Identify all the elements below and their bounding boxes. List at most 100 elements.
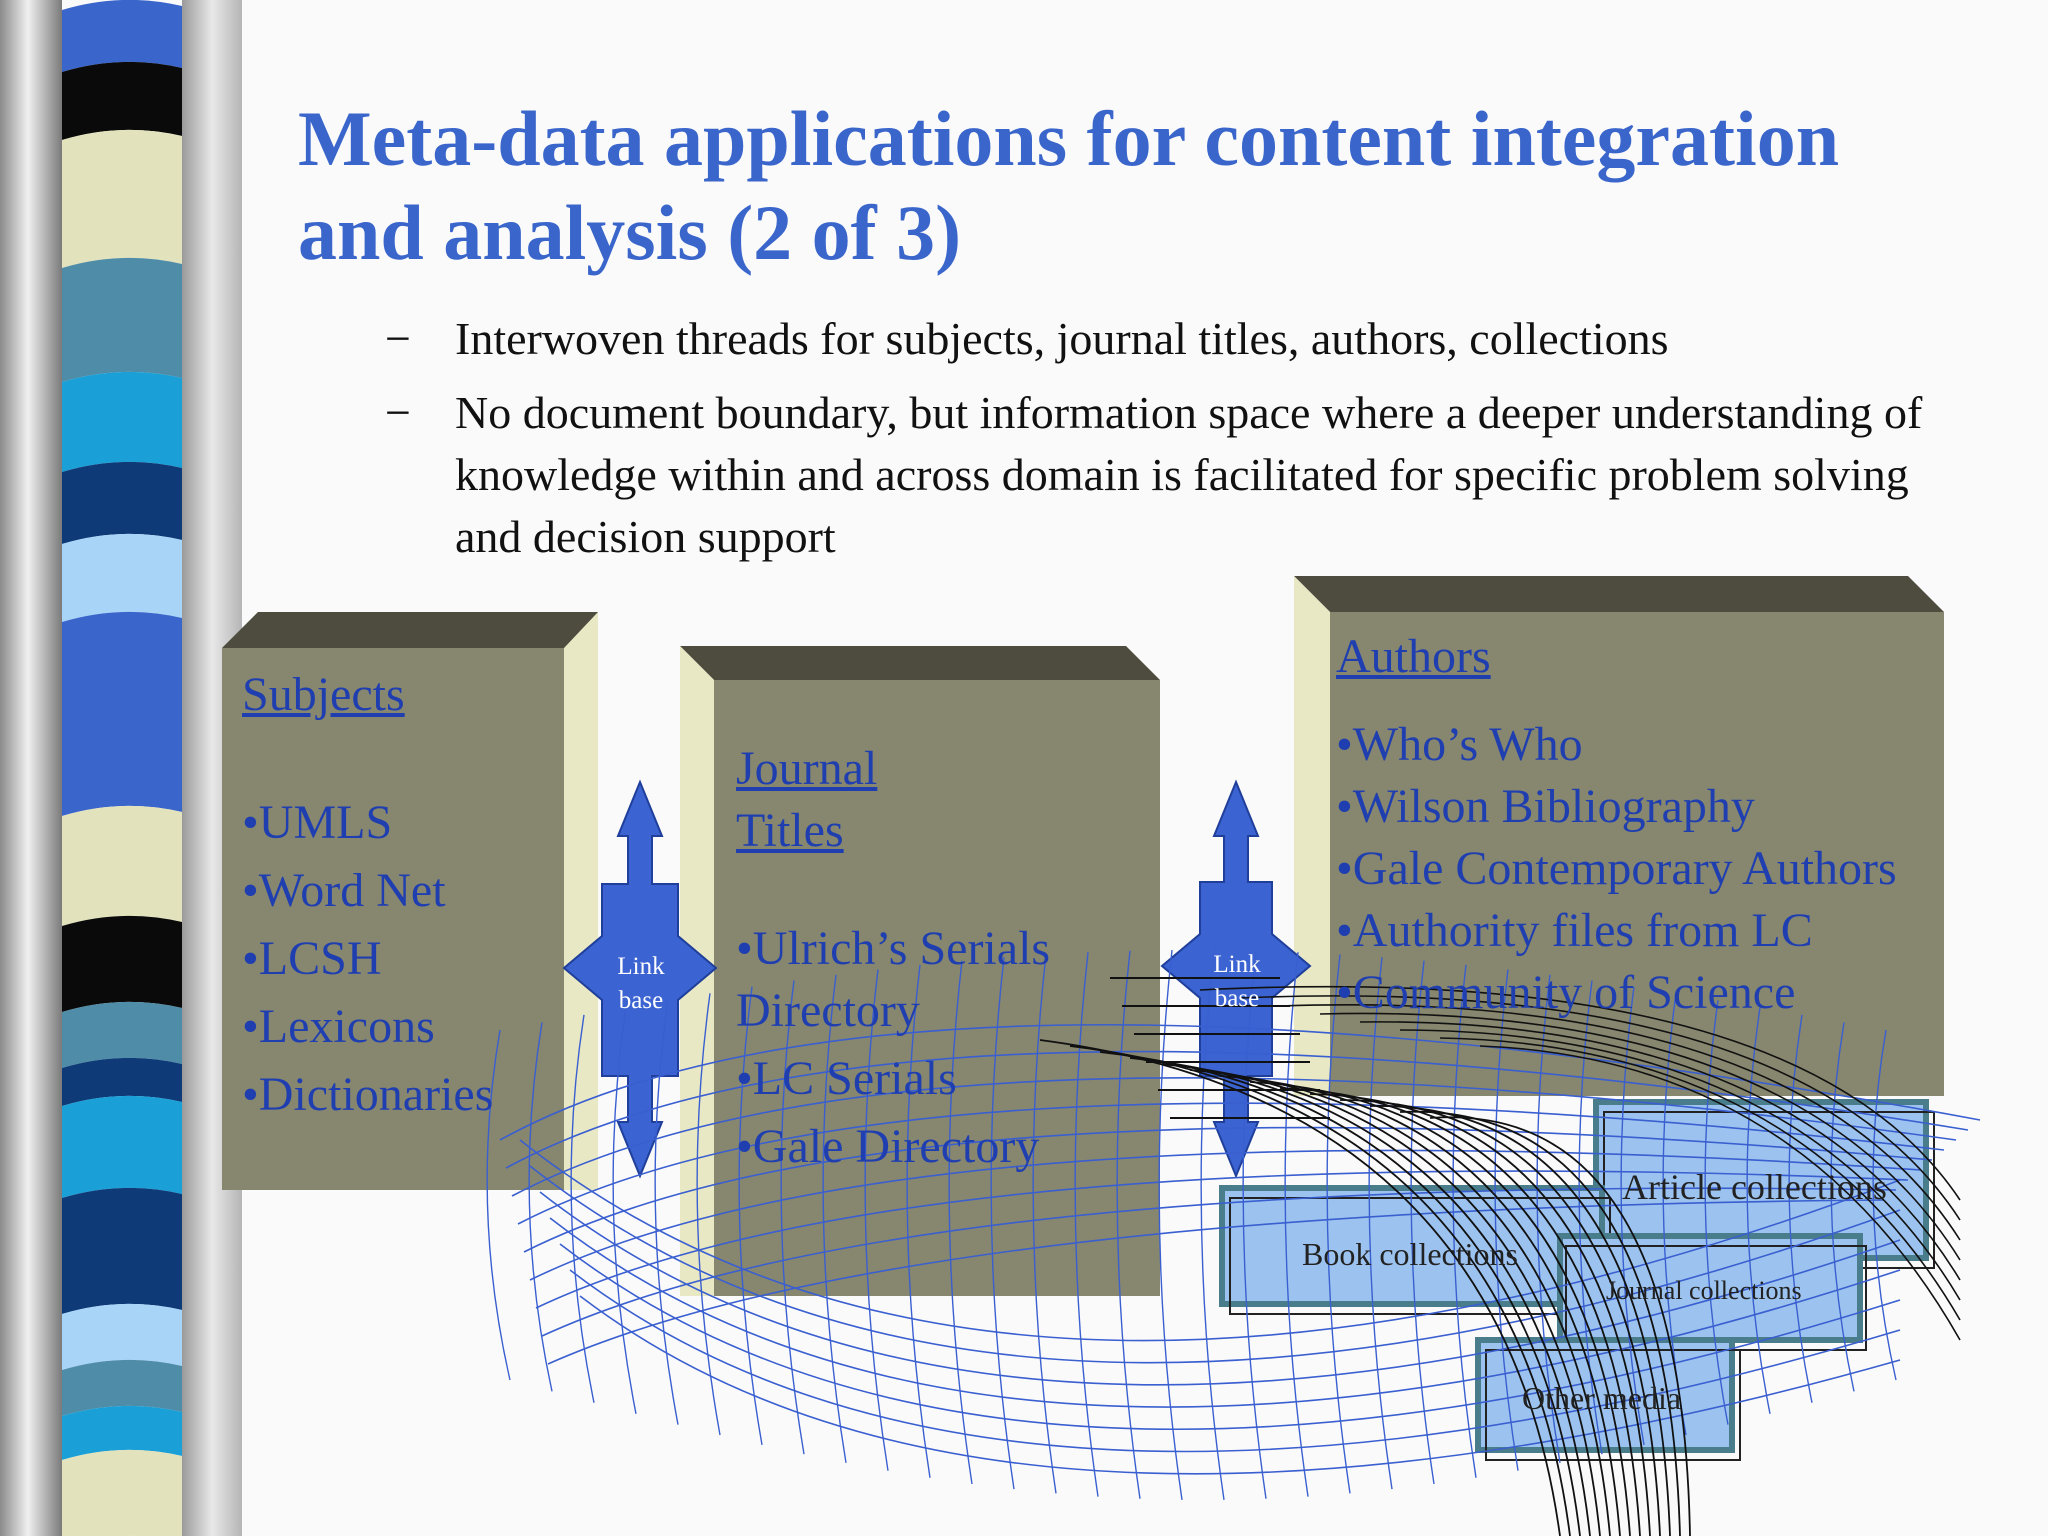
authors-item: •Who’s Who [1336,718,1583,771]
thread-line [529,1149,1921,1281]
thread-line [559,1243,1901,1431]
article-collections-label: Article collections [1622,1167,1887,1207]
link-base-line: Link [617,953,665,980]
journal-item: Directory [736,984,920,1037]
thread-line [1200,950,1225,1500]
thread-line [1359,1021,1961,1281]
thread-line [1439,1037,1961,1321]
thread-line [822,974,847,1463]
sidebar-stripe [62,915,182,1012]
thread-line [505,1050,1969,1169]
thread-line [511,1077,1957,1197]
sidebar-stripe [62,61,182,140]
thread-line [1242,950,1267,1499]
thread-line [1368,957,1393,1490]
thread-line [1199,985,1961,1201]
subjects-item: •UMLS [242,796,393,849]
thread-line [1099,1051,1581,1536]
journal-item: •Ulrich’s Serials [736,922,1051,975]
thread-line [780,980,805,1455]
link-base-arrow-left [562,779,718,1179]
thread-line [612,1007,637,1414]
thread-mesh [486,950,1981,1536]
thread-line [549,1217,1901,1408]
thread-line [569,1269,1901,1453]
thread-line [1788,1014,1813,1403]
authors-heading: Authors [1336,630,1491,683]
link-base-line: base [618,987,664,1014]
link-base-line: base [1214,985,1260,1012]
thread-line [948,960,973,1485]
sidebar-stripe [62,129,182,268]
thread-line [570,1014,595,1403]
thread-line [906,964,931,1478]
thread-line [1189,1069,1611,1536]
subjects-box [222,612,598,1190]
sidebar-stripe [62,1405,182,1460]
sidebar-stripe [62,533,182,622]
sidebar-stripe [62,805,182,926]
sidebar-stripe [62,1095,182,1198]
thread-line [1410,960,1435,1485]
sidebar-stripe [62,1449,182,1536]
thread-line [528,1022,553,1392]
bullet-item: − No document boundary, but information … [385,382,1975,568]
other-media-label: Other media [1522,1380,1682,1416]
slide-title: Meta-data applications for content integ… [298,95,1840,276]
sidebar-stripe [62,1001,182,1068]
subjects-item: •Word Net [242,864,446,917]
journal-titles-text: Journal Titles •Ulrich’s Serials Directo… [736,738,1050,1178]
thread-line [864,969,889,1471]
subjects-item: •Lexicons [242,1000,435,1053]
bullet-text: No document boundary, but information sp… [455,387,1923,562]
thread-line [990,957,1015,1490]
link-base-label-right: Link base [1192,948,1282,1016]
authors-item: •Authority files from LC [1336,904,1813,957]
sidebar-stripe [62,461,182,544]
journal-heading-line1: Journal [736,742,878,795]
journal-collections-label: Journal collections [1606,1276,1802,1305]
thread-line [519,1139,1901,1342]
dash-marker: − [385,313,411,364]
dash-marker: − [385,387,411,438]
thread-line [1578,980,1603,1455]
journal-item: •Gale Directory [736,1120,1040,1173]
thread-line [1746,1007,1771,1414]
subjects-item: •Dictionaries [242,1068,494,1121]
thread-line [1399,1029,1961,1301]
thread-line [1032,954,1057,1494]
thread-line [1158,950,1183,1500]
bullet-item: − Interwoven threads for subjects, journ… [385,308,1975,370]
authors-item: •Wilson Bibliography [1336,780,1755,833]
thread-line [1830,1022,1855,1392]
journal-heading-line2: Titles [736,804,844,857]
thread-line [1429,1116,1691,1536]
bullet-list: − Interwoven threads for subjects, journ… [385,308,1975,580]
authors-text: Authors •Who’s Who •Wilson Bibliography … [1336,626,1897,1024]
journal-item: •LC Serials [736,1052,957,1105]
thread-line [539,1191,1901,1386]
sidebar-stripe [62,1187,182,1314]
thread-line [1279,1004,1961,1241]
link-base-label-left: Link base [596,950,686,1018]
thread-line [529,1165,1901,1364]
thread-line [1116,950,1141,1499]
thread-line [1494,969,1519,1471]
sidebar-stripe [62,0,182,72]
sidebar-stripe [62,1057,182,1106]
thread-line [1479,1045,1961,1341]
sidebar-stripe [62,1359,182,1416]
link-base-line: Link [1213,951,1261,978]
thread-line [486,1029,511,1381]
thread-line [1452,964,1477,1478]
thread-line [696,993,721,1436]
authors-item: •Gale Contemporary Authors [1336,842,1897,895]
thread-line [1326,954,1351,1494]
sidebar-stripe [62,611,182,816]
thread-line [547,1199,1885,1365]
thread-line [1284,952,1309,1497]
sidebar-stripe [62,1303,182,1370]
thread-line [1069,1045,1571,1536]
